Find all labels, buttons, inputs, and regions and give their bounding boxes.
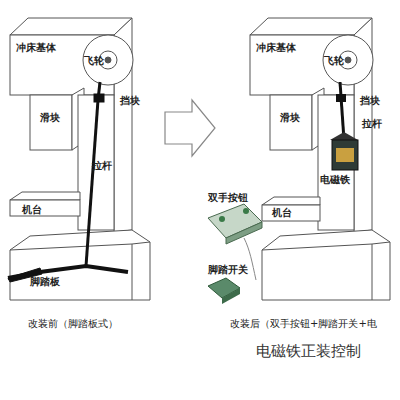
part-label: 脚踏板: [30, 276, 60, 287]
pull-rod-before: [8, 82, 128, 282]
part-label: 滑块: [280, 112, 300, 123]
part-label: 脚踏开关: [208, 264, 248, 275]
part-label: 拉杆: [92, 160, 112, 171]
part-label: 机台: [272, 207, 292, 218]
solenoid-assembly: [330, 82, 358, 170]
part-label: 飞轮: [84, 55, 104, 66]
part-label: 机台: [22, 204, 42, 215]
part-label: 改装前（脚踏板式）: [28, 318, 118, 329]
foot-switch: [208, 278, 240, 304]
part-label: 挡块: [360, 95, 380, 106]
part-label: 双手按钮: [208, 192, 248, 203]
two-hand-button: [208, 204, 262, 280]
caption: 电磁铁正装控制: [256, 342, 361, 361]
transform-arrow: [165, 100, 215, 156]
press-before: [10, 18, 150, 300]
part-label: 改装后（双手按钮+脚踏开关+电: [230, 318, 377, 329]
part-label: 拉杆: [362, 118, 382, 129]
part-label: 挡块: [120, 95, 140, 106]
part-label: 冲床基体: [256, 42, 296, 53]
part-label: 飞轮: [324, 55, 344, 66]
press-after: [250, 18, 390, 300]
part-label: 冲床基体: [16, 42, 56, 53]
part-label: 滑块: [40, 112, 60, 123]
part-label: 电磁铁: [320, 174, 350, 185]
